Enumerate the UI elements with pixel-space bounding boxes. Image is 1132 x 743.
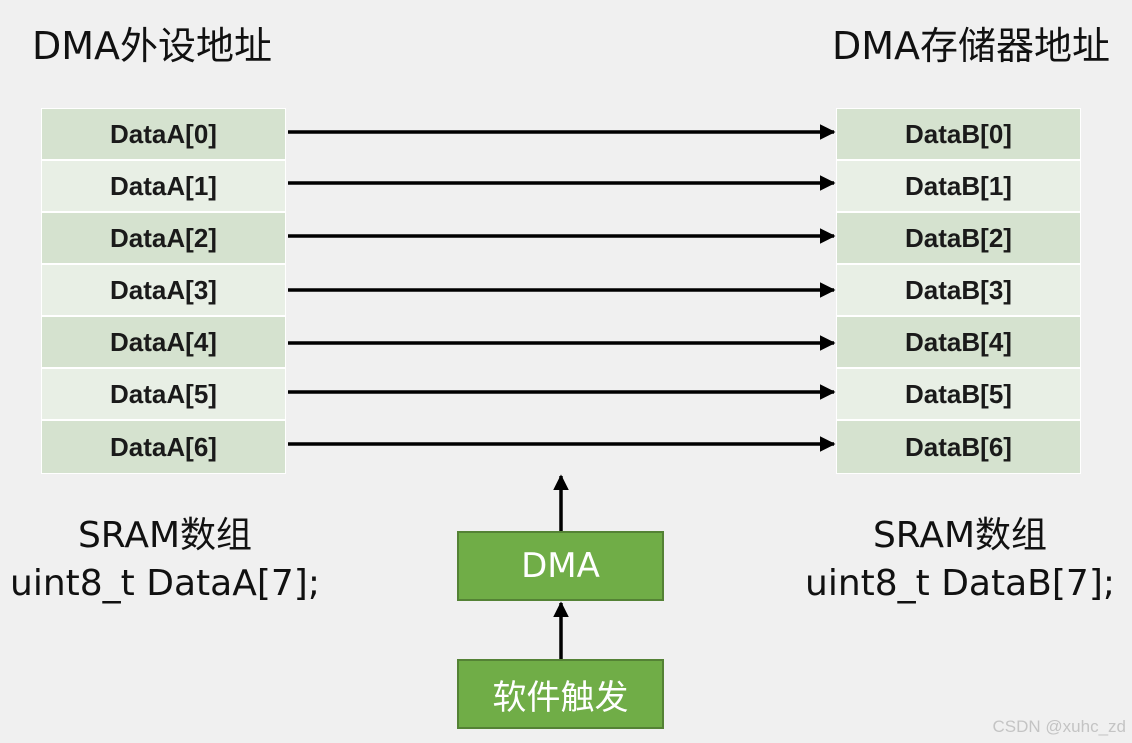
- data-a-array: DataA[0] DataA[1] DataA[2] DataA[3] Data…: [41, 108, 286, 474]
- data-a-caption: SRAM数组 uint8_t DataA[7];: [0, 512, 330, 608]
- memory-address-title: DMA存储器地址: [831, 24, 1110, 68]
- data-b-cell: DataB[5]: [837, 369, 1080, 421]
- data-a-cell: DataA[5]: [42, 369, 285, 421]
- data-a-cell: DataA[0]: [42, 109, 285, 161]
- data-b-caption-decl: uint8_t DataB[7];: [805, 563, 1115, 604]
- data-a-cell: DataA[1]: [42, 161, 285, 213]
- data-b-cell: DataB[4]: [837, 317, 1080, 369]
- data-a-cell: DataA[4]: [42, 317, 285, 369]
- data-b-cell: DataB[2]: [837, 213, 1080, 265]
- data-a-cell: DataA[6]: [42, 421, 285, 473]
- data-b-cell: DataB[6]: [837, 421, 1080, 473]
- software-trigger-box: 软件触发: [457, 659, 664, 729]
- data-a-caption-type: SRAM数组: [77, 515, 253, 556]
- data-b-cell: DataB[1]: [837, 161, 1080, 213]
- data-a-cell: DataA[3]: [42, 265, 285, 317]
- watermark: CSDN @xuhc_zd: [992, 717, 1126, 736]
- data-b-cell: DataB[3]: [837, 265, 1080, 317]
- data-b-caption: SRAM数组 uint8_t DataB[7];: [795, 512, 1125, 608]
- peripheral-address-title: DMA外设地址: [32, 24, 273, 68]
- data-a-cell: DataA[2]: [42, 213, 285, 265]
- data-b-cell: DataB[0]: [837, 109, 1080, 161]
- dma-box: DMA: [457, 531, 664, 601]
- data-b-caption-type: SRAM数组: [872, 515, 1048, 556]
- data-b-array: DataB[0] DataB[1] DataB[2] DataB[3] Data…: [836, 108, 1081, 474]
- data-a-caption-decl: uint8_t DataA[7];: [10, 563, 320, 604]
